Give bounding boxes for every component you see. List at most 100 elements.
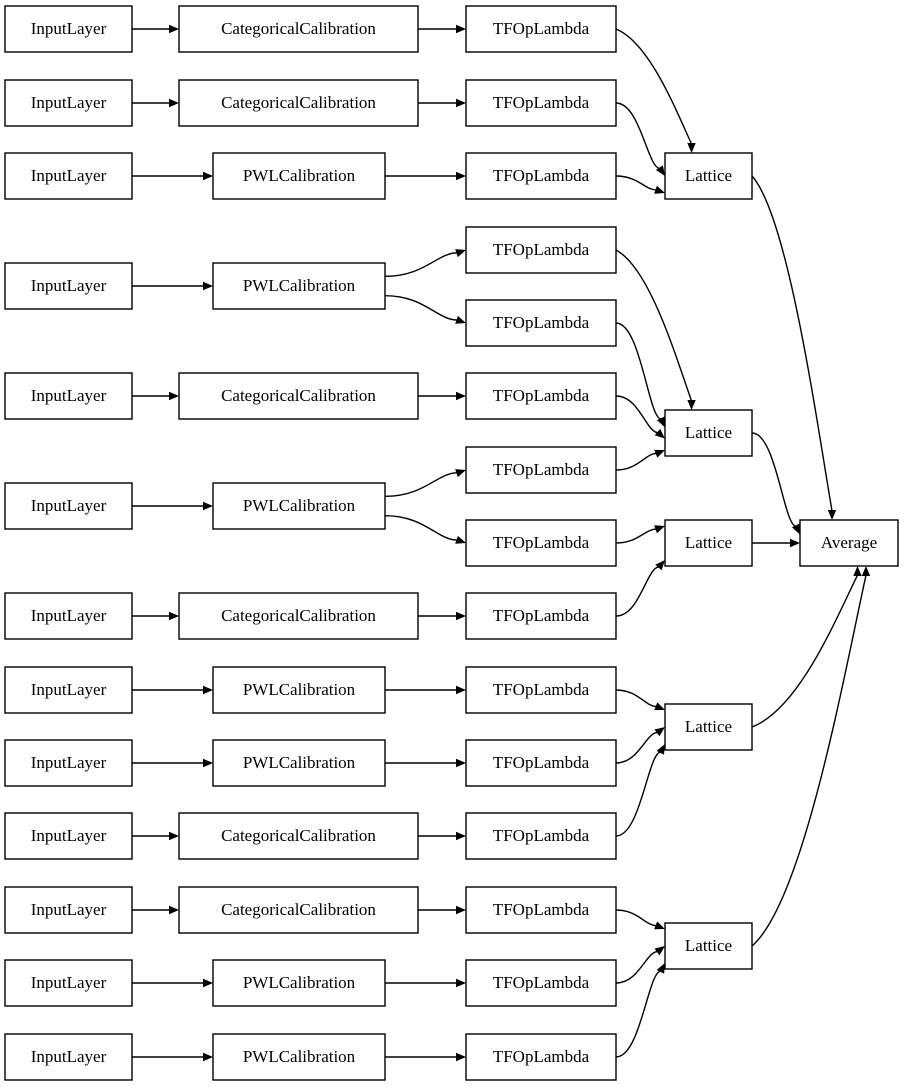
node-pwlcalibration-cal9[interactable]: PWLCalibration [212,739,386,787]
node-input-layer-in11[interactable]: InputLayer [4,886,133,934]
arrowhead-icon [861,566,871,576]
node-categorical-calibration-cal5[interactable]: CategoricalCalibration [178,372,419,420]
node-pwlcalibration-cal4[interactable]: PWLCalibration [212,262,386,310]
edge-op7-to-lat2 [615,449,665,471]
arrowhead-icon [455,315,466,324]
edge-op10-to-lat4 [615,689,665,711]
node-box [465,446,617,494]
node-box [465,739,617,787]
node-tfop-lambda-op1[interactable]: TFOpLambda [465,5,617,53]
arrowhead-icon [687,400,696,410]
edge-op5-to-lat2 [615,322,665,428]
node-input-layer-in7[interactable]: InputLayer [4,592,133,640]
node-categorical-calibration-cal7[interactable]: CategoricalCalibration [178,592,419,640]
node-tfop-lambda-op9[interactable]: TFOpLambda [465,592,617,640]
edge-line [615,689,657,708]
node-categorical-calibration-cal1[interactable]: CategoricalCalibration [178,5,419,53]
edge-line [615,102,661,170]
edge-line [615,322,662,420]
node-pwlcalibration-cal12[interactable]: PWLCalibration [212,959,386,1007]
node-lattice-lat2[interactable]: Lattice [664,409,753,457]
arrowhead-icon [203,501,213,511]
node-box [178,592,419,640]
node-lattice-lat5[interactable]: Lattice [664,922,753,970]
node-input-layer-in5[interactable]: InputLayer [4,372,133,420]
node-input-layer-in1[interactable]: InputLayer [4,5,133,53]
node-tfop-lambda-op11[interactable]: TFOpLambda [465,739,617,787]
node-tfop-lambda-op4[interactable]: TFOpLambda [465,226,617,274]
node-lattice-lat4[interactable]: Lattice [664,703,753,751]
node-input-layer-in3[interactable]: InputLayer [4,152,133,200]
node-pwlcalibration-cal13[interactable]: PWLCalibration [212,1033,386,1081]
node-input-layer-in10[interactable]: InputLayer [4,812,133,860]
node-box [465,519,617,567]
edge-line [615,175,657,191]
edge-line [615,528,657,544]
node-tfop-lambda-op14[interactable]: TFOpLambda [465,959,617,1007]
edge-cal5-to-op6 [418,391,466,401]
node-box [212,666,386,714]
node-tfop-lambda-op10[interactable]: TFOpLambda [465,666,617,714]
node-pwlcalibration-cal6[interactable]: PWLCalibration [212,482,386,530]
node-box [4,1033,133,1081]
node-tfop-lambda-op12[interactable]: TFOpLambda [465,812,617,860]
edge-op14-to-lat5 [615,946,665,984]
node-average-avg[interactable]: Average [799,519,899,567]
node-tfop-lambda-op15[interactable]: TFOpLambda [465,1033,617,1081]
edge-line [384,252,458,278]
edge-line [615,452,657,471]
edge-in2-to-cal2 [132,98,179,108]
node-box [465,812,617,860]
arrowhead-icon [169,391,179,401]
node-input-layer-in13[interactable]: InputLayer [4,1033,133,1081]
edge-in9-to-cal9 [132,758,213,768]
node-input-layer-in12[interactable]: InputLayer [4,959,133,1007]
node-box [799,519,899,567]
arrowhead-icon [203,1052,213,1062]
node-tfop-lambda-op7[interactable]: TFOpLambda [465,446,617,494]
node-lattice-lat3[interactable]: Lattice [664,519,753,567]
node-categorical-calibration-cal10[interactable]: CategoricalCalibration [178,812,419,860]
node-tfop-lambda-op8[interactable]: TFOpLambda [465,519,617,567]
node-box [4,5,133,53]
node-box [664,922,753,970]
edge-in13-to-cal13 [132,1052,213,1062]
edge-line [384,472,458,498]
edge-op15-to-lat5 [615,963,665,1058]
node-tfop-lambda-op2[interactable]: TFOpLambda [465,79,617,127]
node-input-layer-in8[interactable]: InputLayer [4,666,133,714]
node-box [4,79,133,127]
arrowhead-icon [654,525,665,534]
edge-line [615,731,658,764]
edge-op13-to-lat5 [615,909,665,930]
node-tfop-lambda-op5[interactable]: TFOpLambda [465,299,617,347]
edge-cal4-to-op4 [384,249,466,278]
node-input-layer-in6[interactable]: InputLayer [4,482,133,530]
edge-line [615,566,660,617]
node-pwlcalibration-cal3[interactable]: PWLCalibration [212,152,386,200]
edge-op2-to-lat1 [615,102,665,176]
node-lattice-lat1[interactable]: Lattice [664,152,753,200]
node-input-layer-in9[interactable]: InputLayer [4,739,133,787]
node-categorical-calibration-cal11[interactable]: CategoricalCalibration [178,886,419,934]
node-tfop-lambda-op6[interactable]: TFOpLambda [465,372,617,420]
node-input-layer-in4[interactable]: InputLayer [4,262,133,310]
arrowhead-icon [455,469,466,478]
node-pwlcalibration-cal8[interactable]: PWLCalibration [212,666,386,714]
node-tfop-lambda-op13[interactable]: TFOpLambda [465,886,617,934]
edge-in1-to-cal1 [132,24,179,34]
node-box [212,739,386,787]
node-tfop-lambda-op3[interactable]: TFOpLambda [465,152,617,200]
arrowhead-icon [169,611,179,621]
node-input-layer-in2[interactable]: InputLayer [4,79,133,127]
node-box [664,703,753,751]
node-categorical-calibration-cal2[interactable]: CategoricalCalibration [178,79,419,127]
arrowhead-icon [203,171,213,181]
edge-in6-to-cal6 [132,501,213,511]
edge-op8-to-lat3 [615,525,665,544]
arrowhead-icon [654,185,665,194]
edge-line [615,249,693,402]
node-box [465,152,617,200]
